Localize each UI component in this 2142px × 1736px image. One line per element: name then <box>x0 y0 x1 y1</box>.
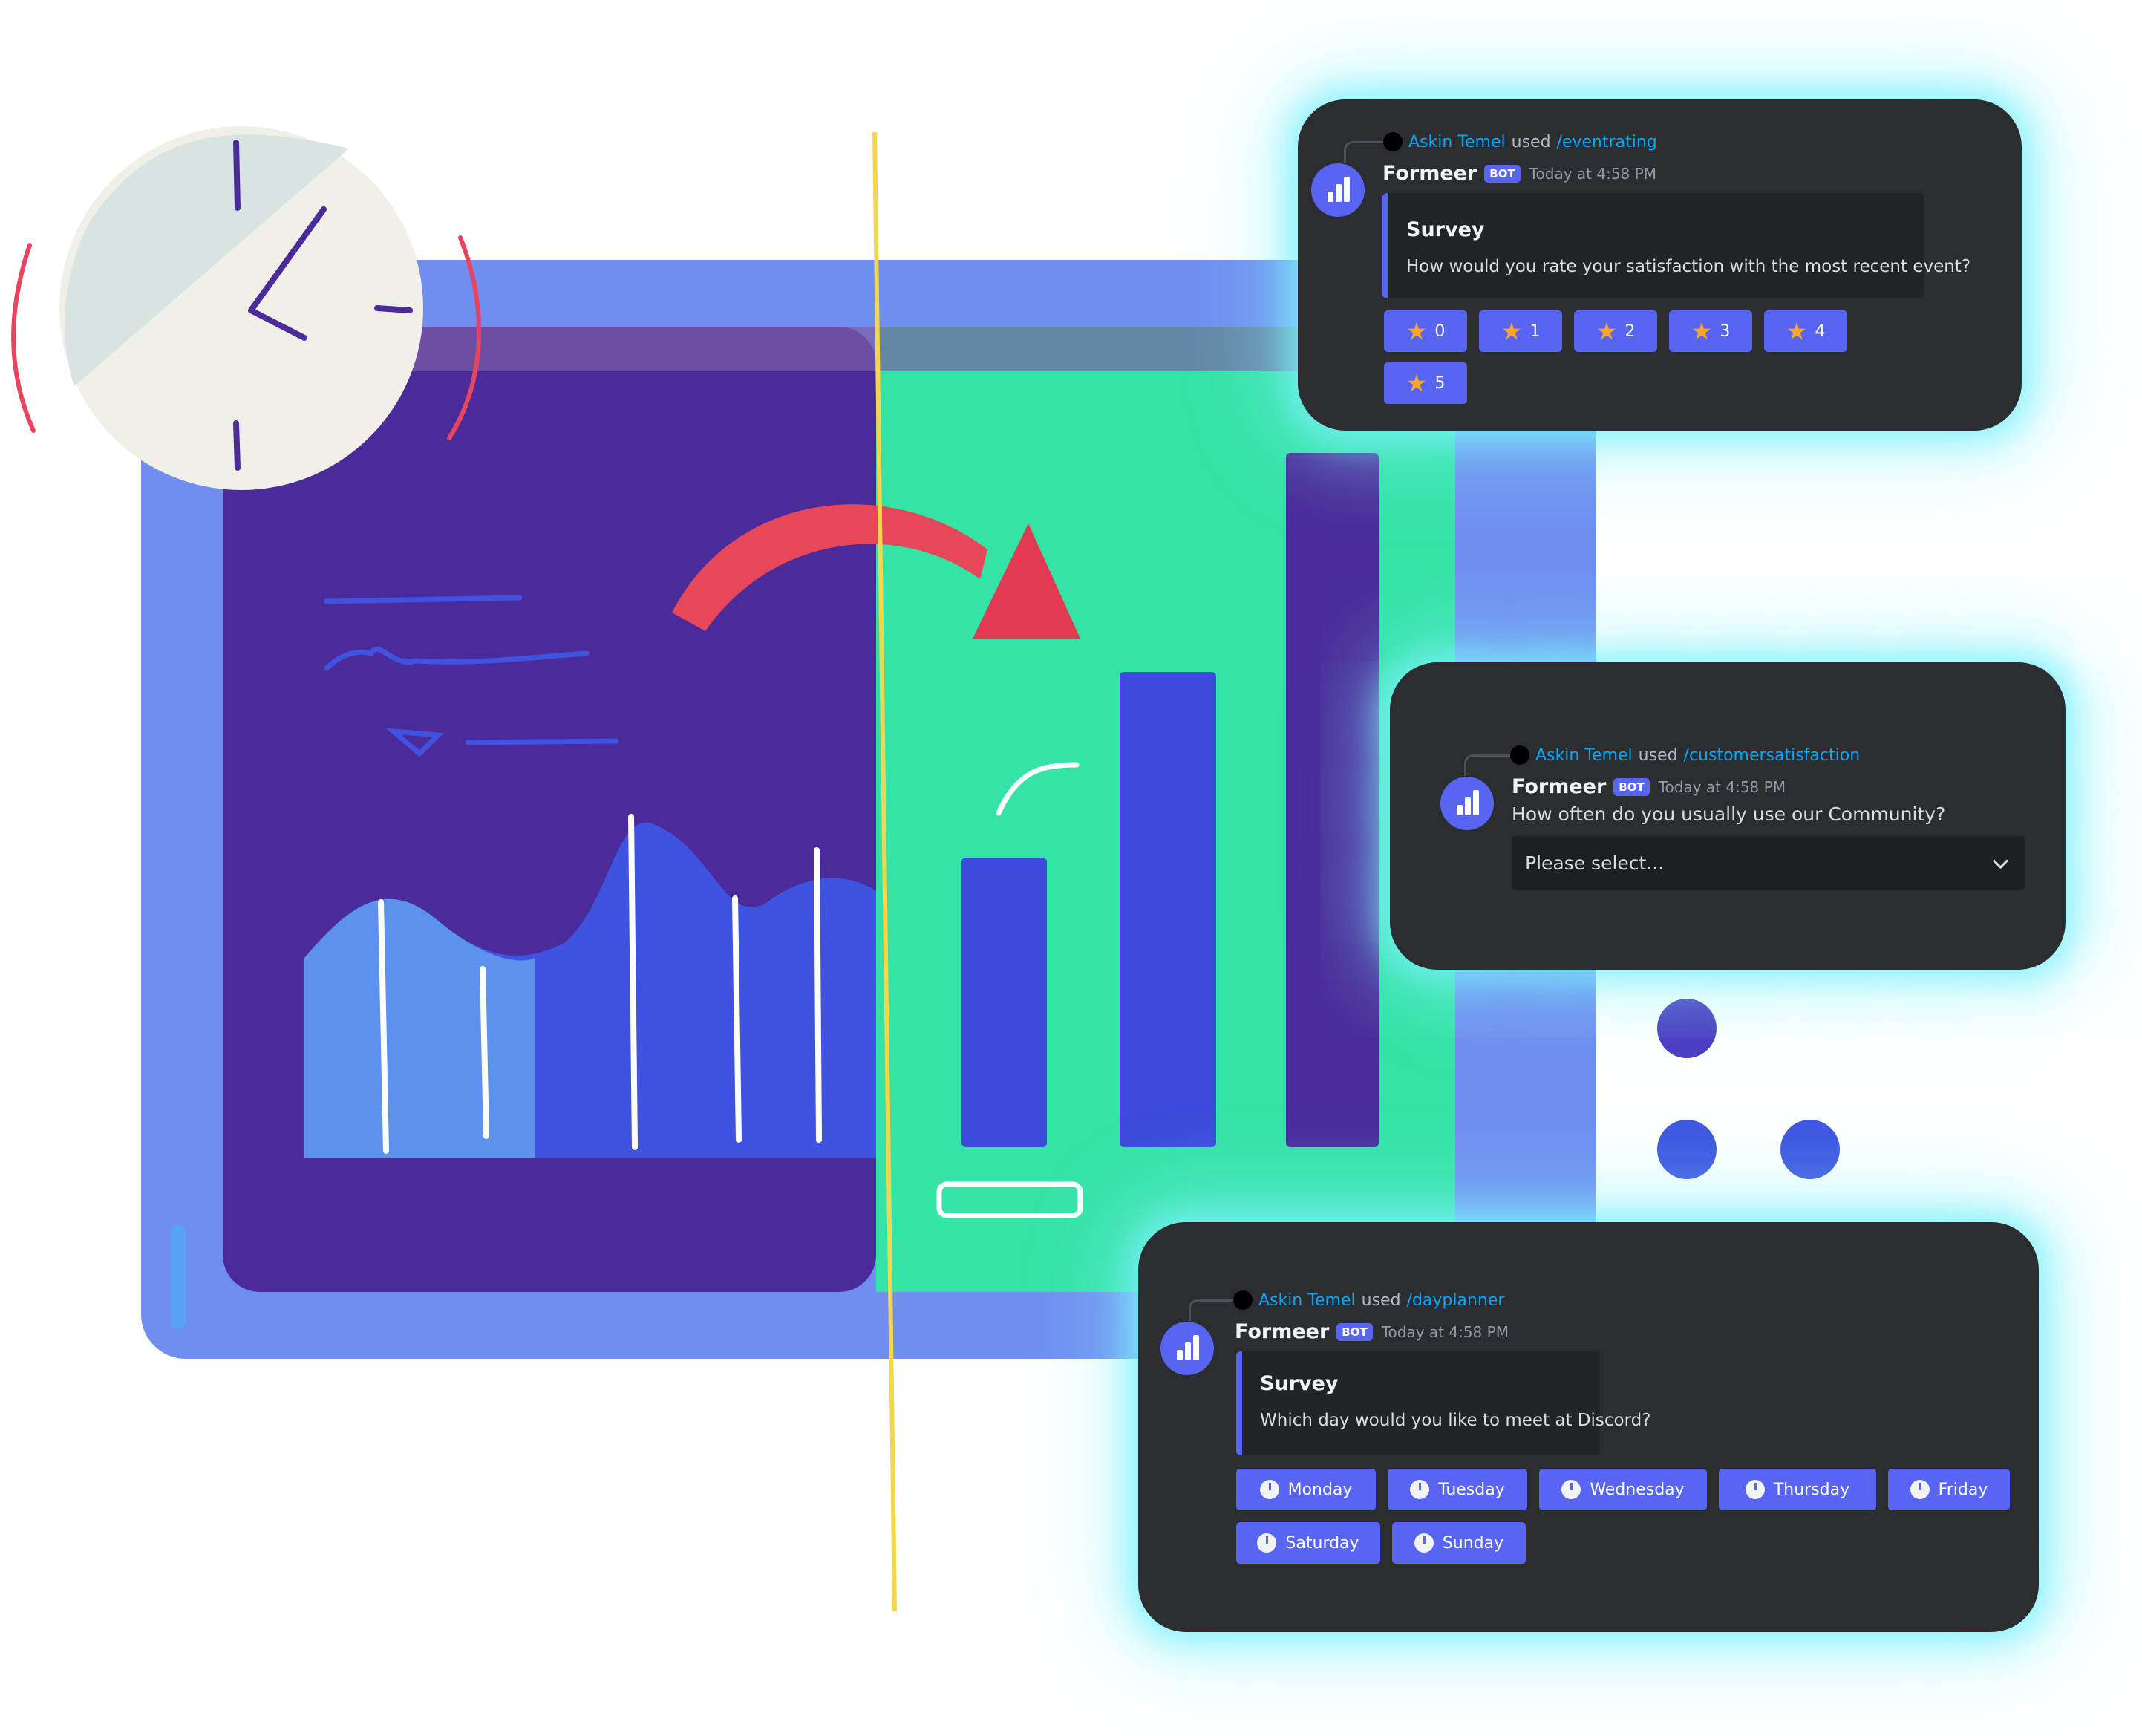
message-timestamp: Today at 4:58 PM <box>1381 1322 1509 1341</box>
day-button-saturday[interactable]: Saturday <box>1236 1522 1380 1564</box>
rating-button-0[interactable]: ★0 <box>1384 310 1467 352</box>
reply-connector <box>1344 141 1391 163</box>
bot-name[interactable]: Formeer <box>1382 162 1477 185</box>
clock-icon <box>1257 1533 1277 1553</box>
rating-button-4[interactable]: ★4 <box>1764 310 1847 352</box>
star-icon: ★ <box>1691 317 1713 345</box>
user-avatar <box>1510 745 1529 765</box>
command-reply: Askin Temel used /customersatisfaction <box>1510 745 1860 765</box>
bot-name[interactable]: Formeer <box>1235 1320 1330 1343</box>
reply-connector <box>1464 754 1511 776</box>
bot-tag: BOT <box>1613 777 1650 796</box>
bot-avatar[interactable] <box>1311 163 1365 217</box>
message-header: Formeer BOT Today at 4:58 PM <box>1512 775 1786 798</box>
day-button-wednesday[interactable]: Wednesday <box>1539 1469 1707 1510</box>
survey-day-card: Askin Temel used /dayplanner Formeer BOT… <box>1138 1222 2039 1632</box>
message-timestamp: Today at 4:58 PM <box>1658 777 1786 796</box>
message-header: Formeer BOT Today at 4:58 PM <box>1235 1320 1509 1343</box>
reply-username[interactable]: Askin Temel <box>1258 1290 1356 1310</box>
reply-used-text: used <box>1638 745 1678 765</box>
message-header: Formeer BOT Today at 4:58 PM <box>1382 162 1656 185</box>
bot-avatar[interactable] <box>1440 777 1494 830</box>
select-placeholder: Please select... <box>1525 852 1665 874</box>
day-button-friday[interactable]: Friday <box>1888 1469 2010 1510</box>
bot-tag: BOT <box>1484 164 1521 183</box>
clock-icon <box>1910 1480 1930 1499</box>
rating-button-3[interactable]: ★3 <box>1669 310 1752 352</box>
bot-tag: BOT <box>1336 1322 1373 1341</box>
survey-embed: Survey Which day would you like to meet … <box>1236 1351 1650 1455</box>
survey-rating-card: Askin Temel used /eventrating Formeer BO… <box>1298 99 2022 431</box>
reply-connector <box>1189 1299 1235 1321</box>
star-icon: ★ <box>1596 317 1618 345</box>
star-icon: ★ <box>1405 369 1428 397</box>
curved-arrow-icon <box>672 504 1080 639</box>
clock-icon <box>1414 1533 1434 1553</box>
clock-icon <box>11 126 482 490</box>
reply-command[interactable]: /customersatisfaction <box>1683 745 1861 765</box>
star-icon: ★ <box>1405 317 1428 345</box>
day-button-tuesday[interactable]: Tuesday <box>1388 1469 1527 1510</box>
bot-avatar[interactable] <box>1160 1322 1214 1375</box>
survey-community-card: Askin Temel used /customersatisfaction F… <box>1390 662 2066 970</box>
star-icon: ★ <box>1501 317 1523 345</box>
user-avatar <box>1233 1290 1253 1310</box>
reply-command[interactable]: /dayplanner <box>1406 1290 1505 1310</box>
divider-line <box>872 131 897 1612</box>
clock-icon <box>1745 1480 1765 1499</box>
day-button-monday[interactable]: Monday <box>1236 1469 1376 1510</box>
day-button-sunday[interactable]: Sunday <box>1392 1522 1526 1564</box>
area-chart-icon <box>304 595 876 1158</box>
reply-username[interactable]: Askin Temel <box>1408 132 1506 151</box>
question-text: How often do you usually use our Communi… <box>1512 803 1946 825</box>
dots-icon <box>1657 999 1840 1179</box>
reply-command[interactable]: /eventrating <box>1556 132 1657 151</box>
embed-title: Survey <box>1260 1372 1339 1395</box>
embed-title: Survey <box>1406 218 1485 241</box>
message-timestamp: Today at 4:58 PM <box>1529 164 1656 183</box>
reply-used-text: used <box>1511 132 1551 151</box>
day-button-thursday[interactable]: Thursday <box>1719 1469 1876 1510</box>
frequency-select[interactable]: Please select... <box>1512 836 2025 890</box>
clock-icon <box>1561 1480 1581 1499</box>
clock-icon <box>1259 1480 1279 1499</box>
embed-description: How would you rate your satisfaction wit… <box>1406 257 1971 276</box>
survey-embed: Survey How would you rate your satisfact… <box>1382 193 1970 298</box>
user-avatar <box>1383 132 1403 151</box>
command-reply: Askin Temel used /eventrating <box>1383 132 1657 151</box>
reply-used-text: used <box>1361 1290 1401 1310</box>
embed-description: Which day would you like to meet at Disc… <box>1260 1411 1651 1430</box>
rating-button-2[interactable]: ★2 <box>1574 310 1657 352</box>
star-icon: ★ <box>1786 317 1808 345</box>
bot-name[interactable]: Formeer <box>1512 775 1607 798</box>
command-reply: Askin Temel used /dayplanner <box>1233 1290 1504 1310</box>
clock-icon <box>1410 1480 1430 1499</box>
rating-button-5[interactable]: ★5 <box>1384 362 1467 404</box>
chevron-down-icon <box>1992 852 2009 869</box>
reply-username[interactable]: Askin Temel <box>1535 745 1633 765</box>
bar-chart-icon <box>936 453 1379 1218</box>
rating-button-1[interactable]: ★1 <box>1479 310 1562 352</box>
